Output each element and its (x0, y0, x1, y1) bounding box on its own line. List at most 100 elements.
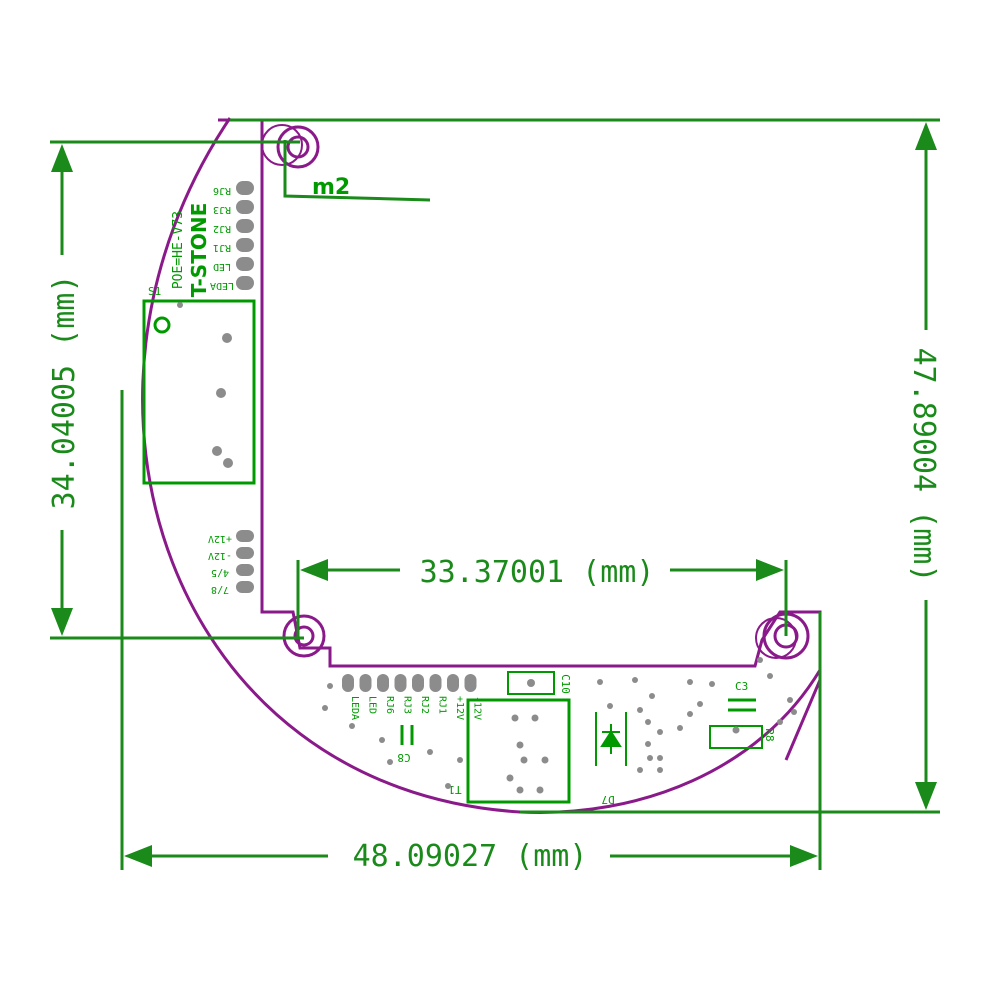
outer-arc (141, 117, 822, 814)
via-dot (445, 783, 451, 789)
hole-right-ring (755, 617, 797, 659)
left-header-pads (236, 181, 254, 290)
via-dot (457, 757, 463, 763)
via-dot (767, 673, 773, 679)
transformer-t1-label: T1 (448, 783, 461, 796)
diode-d7-label: D7 (601, 793, 614, 806)
power-header-pin-label: 7/8 (211, 584, 229, 595)
power-header-pad (236, 547, 254, 559)
resistor-r8-label: R8 (763, 728, 776, 741)
via-dot (645, 741, 651, 747)
via-dot (687, 711, 693, 717)
transformer-t1-body (466, 698, 571, 804)
via-dot (657, 729, 663, 735)
capacitor-c10 (507, 671, 555, 695)
via-dot (757, 657, 763, 663)
hole-callout: m2 (312, 175, 350, 200)
bottom-header-pad (359, 674, 372, 692)
bottom-header-pads (342, 674, 477, 692)
switch-s1-marker (153, 316, 171, 334)
left-header-pin-label: RJ6 (213, 185, 231, 196)
via-dot (379, 737, 385, 743)
via-dot (787, 697, 793, 703)
dimension-height-total: 47.89004 (mm) (906, 348, 941, 583)
transformer-t1-pins (506, 714, 549, 794)
via-dot (697, 701, 703, 707)
inner-cutout (218, 118, 822, 761)
switch-s1-label: S1 (148, 285, 161, 298)
power-header-pin-label: -12V (208, 550, 232, 561)
via-dot (791, 709, 797, 715)
model-label: POE=HE-V73 (171, 211, 186, 289)
left-header-pad (236, 257, 254, 271)
power-header-pad (236, 530, 254, 542)
bottom-header-pad (464, 674, 477, 692)
left-header-pad (236, 276, 254, 290)
transformer-t1: T1 (448, 698, 571, 804)
dimension-width-inner: 33.37001 (mm) (420, 555, 655, 590)
bottom-header-pad (429, 674, 442, 692)
left-header-pad (236, 219, 254, 233)
bottom-header-pad (412, 674, 424, 692)
bottom-header-pin-label: RJ1 (437, 696, 448, 714)
left-header-pad (236, 238, 254, 252)
via-dot (649, 693, 655, 699)
brand-label: T-STONE (187, 203, 211, 297)
left-header-pin-label: RJ3 (213, 204, 231, 215)
via-dot (177, 302, 183, 308)
via-dot (657, 755, 663, 761)
via-dot (637, 767, 643, 773)
dimension-width-total: 48.09027 (mm) (353, 839, 588, 874)
hole-top-inner (286, 135, 310, 159)
capacitor-c8-label: C8 (397, 751, 410, 764)
power-header-pin-label: +12V (208, 533, 232, 544)
via-dot (427, 749, 433, 755)
resistor-r8 (709, 725, 763, 749)
hole-top-ring (261, 124, 303, 166)
via-dot (387, 759, 393, 765)
bottom-header-pin-label: LEDA (349, 696, 360, 720)
via-dot (657, 767, 663, 773)
power-header-pads (236, 530, 254, 593)
bottom-header-pin-label: LED (367, 696, 378, 714)
left-header-pin-label: LED (213, 261, 231, 272)
bottom-header-pin-label: RJ3 (402, 696, 413, 714)
via-dot (709, 681, 715, 687)
via-dot (632, 677, 638, 683)
via-dot (637, 707, 643, 713)
hole-top-outer (276, 125, 320, 169)
mounting-holes (261, 124, 810, 660)
capacitor-c8 (400, 725, 414, 745)
left-header-pad (236, 200, 254, 214)
via-dot (677, 725, 683, 731)
via-dot (349, 723, 355, 729)
bottom-header-pin-label: RJ6 (384, 696, 395, 714)
via-dot (322, 705, 328, 711)
via-dot (327, 683, 333, 689)
left-header-pin-label: RJ1 (213, 242, 231, 253)
power-header-pad (236, 581, 254, 593)
bottom-header-pad (447, 674, 459, 692)
via-dot (647, 755, 653, 761)
diode-d7 (595, 712, 627, 766)
hole-left-outer (282, 614, 326, 658)
via-dot (777, 719, 783, 725)
capacitor-c3-label: C3 (735, 680, 748, 693)
bottom-header-pin-label: +12V (454, 696, 465, 720)
bottom-header-pad (342, 674, 354, 692)
via-dot (597, 679, 603, 685)
left-header-pin-label: RJ2 (213, 223, 231, 234)
capacitor-c3 (728, 698, 756, 712)
bottom-header-pin-label: -12V (472, 696, 483, 720)
via-dot (607, 703, 613, 709)
bottom-header-pad (394, 674, 407, 692)
switch-s1-body (142, 299, 256, 485)
switch-s1-pins (212, 333, 233, 468)
dimension-lines (50, 118, 940, 870)
